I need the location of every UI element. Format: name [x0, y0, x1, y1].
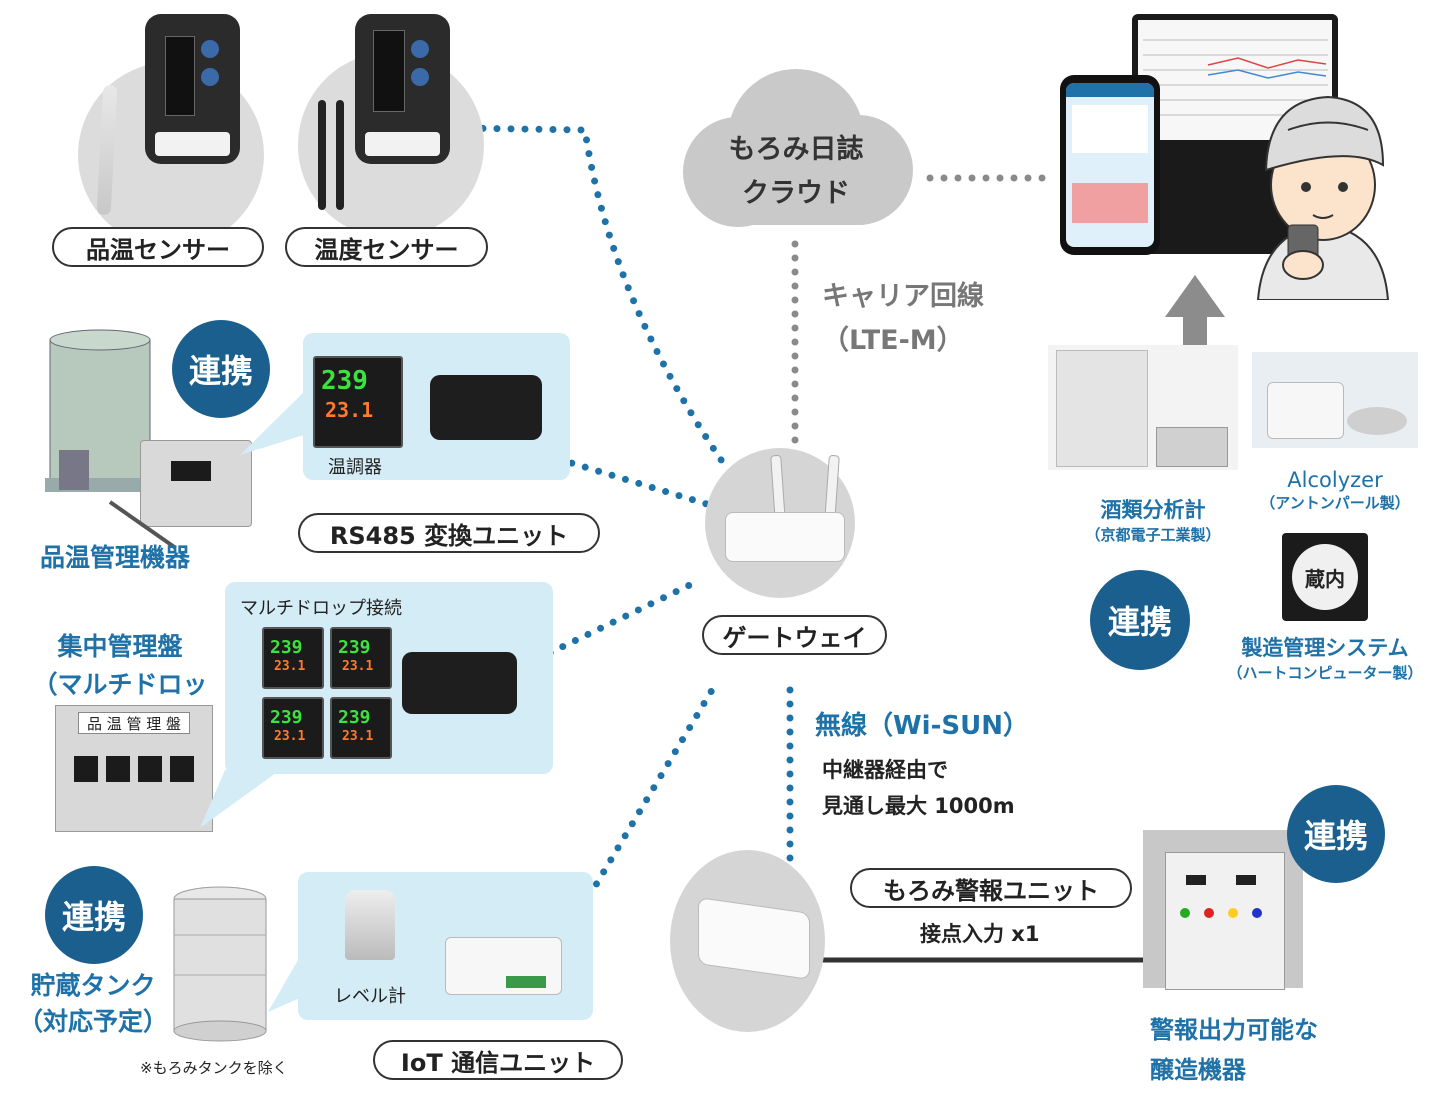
- renkei-badge-1: 連携: [172, 320, 270, 418]
- level-meter-device: [345, 890, 395, 960]
- smartphone: [1060, 75, 1160, 255]
- thermo-controller-3: 239 23.1: [330, 627, 392, 689]
- alcolyzer-photo: [1252, 352, 1418, 448]
- alcolyzer-line1: Alcolyzer: [1287, 468, 1383, 492]
- line-sensor-to-gateway: [451, 124, 732, 474]
- controller-pv-3: 239: [338, 637, 371, 658]
- chozo-label: 貯蔵タンク （対応予定）: [18, 968, 168, 1040]
- controller-sv-2: 23.1: [274, 659, 306, 674]
- renkei-text-2: 連携: [1107, 603, 1172, 641]
- line-multidrop-to-gateway: [521, 576, 704, 669]
- ondo-probe-2: [336, 100, 344, 210]
- shurui-line2: （京都電子工業製）: [1085, 526, 1221, 544]
- cloud-title: もろみ日誌 クラウド: [668, 128, 924, 216]
- controller-sv-3: 23.1: [342, 659, 374, 674]
- shuchu-line1: 集中管理盤: [57, 632, 183, 661]
- hinon-sensor-device: [145, 14, 240, 164]
- level-meter-label: レベル計: [334, 986, 406, 1007]
- carrier-label: キャリア回線 （LTE-M）: [822, 275, 984, 363]
- rs485-label: RS485 変換ユニット: [298, 513, 600, 553]
- renkei-text-3: 連携: [61, 898, 126, 936]
- alcolyzer-label: Alcolyzer （アントンパール製）: [1245, 468, 1425, 513]
- callout-pointer-rs485: [240, 390, 320, 455]
- ondo-sensor-label: 温度センサー: [285, 227, 488, 267]
- hinon-kanri-label: 品温管理機器: [40, 543, 191, 572]
- seizo-line2: （ハートコンピューター製）: [1227, 664, 1423, 682]
- carrier-line2: （LTE-M）: [822, 325, 964, 356]
- chukei-label: 中継器経由で 見通し最大 1000m: [822, 752, 1015, 824]
- iot-unit-label: IoT 通信ユニット: [373, 1040, 623, 1080]
- carrier-line1: キャリア回線: [822, 281, 984, 312]
- storage-tank-illustration: [173, 886, 267, 1042]
- renkei-badge-2: 連携: [1090, 570, 1190, 670]
- shurui-analyzer-photo: [1048, 345, 1238, 470]
- controller-sv-5: 23.1: [342, 729, 374, 744]
- line-iot-to-gateway: [571, 676, 722, 924]
- shurui-line1: 酒類分析計: [1100, 498, 1206, 522]
- gateway-device: [725, 512, 845, 562]
- hinon-sensor-text: 品温センサー: [86, 235, 230, 264]
- hinon-tank-illustration: [45, 329, 155, 492]
- gateway-text: ゲートウェイ: [722, 623, 867, 652]
- panel-sign: 品 温 管 理 盤: [78, 712, 190, 734]
- renkei-text-4: 連携: [1303, 817, 1368, 855]
- cloud-line2: クラウド: [742, 178, 850, 209]
- line-rs485-to-gateway: [541, 451, 714, 509]
- central-panel-box: 品 温 管 理 盤: [55, 705, 213, 832]
- iot-unit-device: [445, 937, 562, 995]
- thermo-controller-1: 239 23.1: [313, 356, 403, 448]
- alarm-equipment-photo: [1143, 830, 1303, 990]
- multidrop-unit-device: [402, 652, 517, 714]
- renkei-badge-4: 連携: [1287, 785, 1385, 883]
- controller-pv: 239: [321, 366, 368, 396]
- alcolyzer-line2: （アントンパール製）: [1260, 494, 1410, 512]
- chukei-line1: 中継器経由で: [822, 758, 948, 782]
- iot-unit-text: IoT 通信ユニット: [400, 1048, 596, 1077]
- callout-pointer-multidrop: [200, 770, 280, 828]
- rs485-unit-device: [430, 375, 542, 440]
- thermo-controller-5: 239 23.1: [330, 697, 392, 759]
- rs485-text: RS485 変換ユニット: [329, 521, 569, 550]
- controller-pv-4: 239: [270, 707, 303, 728]
- alarm-output-label: 警報出力可能な 醸造機器: [1150, 1010, 1318, 1090]
- ondo-choseki-label: 温調器: [328, 457, 382, 478]
- cloud-shape: [683, 69, 913, 227]
- hinon-sensor-label: 品温センサー: [52, 227, 264, 267]
- chozo-line1: 貯蔵タンク: [30, 971, 156, 1000]
- gateway-label: ゲートウェイ: [702, 615, 887, 655]
- controller-sv-4: 23.1: [274, 729, 306, 744]
- shurui-label: 酒類分析計 （京都電子工業製）: [1058, 494, 1248, 545]
- thermo-controller-2: 239 23.1: [262, 627, 324, 689]
- moromi-alarm-label: もろみ警報ユニット: [850, 868, 1132, 908]
- ondo-sensor-text: 温度センサー: [314, 235, 459, 264]
- up-arrow: [1165, 275, 1225, 393]
- multidrop-label: マルチドロップ接続: [240, 598, 402, 619]
- alarm-output-line2: 醸造機器: [1150, 1056, 1246, 1084]
- ondo-sensor-device: [355, 14, 450, 164]
- renkei-text-1: 連携: [188, 352, 253, 390]
- controller-pv-5: 239: [338, 707, 371, 728]
- chukei-line2: 見通し最大 1000m: [822, 794, 1015, 818]
- controller-sv: 23.1: [325, 398, 374, 422]
- controller-pv-2: 239: [270, 637, 303, 658]
- kura-logo: 蔵内: [1282, 533, 1368, 621]
- renkei-badge-3: 連携: [45, 866, 143, 964]
- seizo-line1: 製造管理システム: [1241, 636, 1409, 660]
- worker-illustration: [1256, 95, 1390, 300]
- cloud-line1: もろみ日誌: [728, 134, 864, 165]
- ondo-probe-1: [318, 100, 326, 210]
- moromi-alarm-text: もろみ警報ユニット: [883, 876, 1099, 905]
- musen-label: 無線（Wi-SUN）: [815, 711, 1029, 741]
- kura-logo-text: 蔵内: [1292, 544, 1358, 610]
- thermo-controller-4: 239 23.1: [262, 697, 324, 759]
- seizo-label: 製造管理システム （ハートコンピューター製）: [1205, 632, 1445, 683]
- contact-input-label: 接点入力 x1: [920, 922, 1040, 946]
- alarm-output-line1: 警報出力可能な: [1150, 1016, 1318, 1044]
- exclude-note: ※もろみタンクを除く: [140, 1059, 288, 1077]
- chozo-line2: （対応予定）: [18, 1007, 169, 1036]
- hinon-controller-box: [140, 440, 252, 527]
